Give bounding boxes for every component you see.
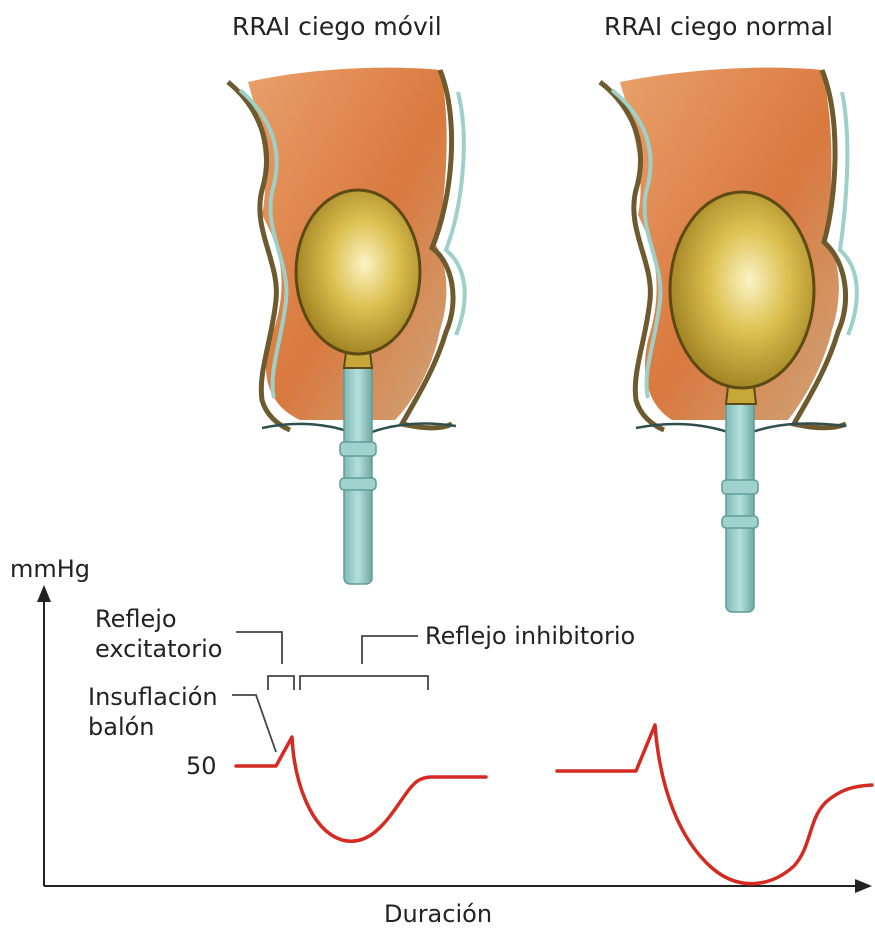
catheter — [726, 400, 754, 612]
annotations — [232, 632, 428, 752]
rectum-illustration-mobile — [228, 68, 465, 584]
pressure-traces — [236, 725, 872, 884]
inhibitory-bracket — [300, 676, 428, 690]
trace-normal-cecum — [557, 725, 872, 884]
rectum-illustration-normal — [600, 68, 857, 612]
trace-mobile-cecum — [236, 737, 486, 841]
catheter-collar — [340, 442, 376, 456]
excitatory-leader — [236, 632, 282, 664]
label-excitatory-reflex: Reflejo excitatorio — [95, 604, 222, 664]
balloon — [670, 192, 814, 388]
catheter-collar — [340, 478, 376, 490]
y-axis-arrowhead — [37, 585, 51, 602]
label-balloon-insufflation: Insuflación balón — [88, 682, 218, 742]
rectum-wall-right-outer — [840, 92, 857, 335]
balloon — [296, 190, 420, 354]
excitatory-bracket — [268, 676, 294, 690]
catheter — [344, 362, 372, 584]
label-inhibitory-reflex: Reflejo inhibitorio — [425, 622, 635, 650]
x-axis-arrowhead — [855, 879, 872, 893]
y-tick-50: 50 — [186, 752, 217, 780]
catheter-collar — [722, 516, 758, 528]
inhibitory-leader — [362, 636, 418, 664]
catheter-collar — [722, 480, 758, 494]
y-axis-label: mmHg — [10, 555, 90, 583]
x-axis-label: Duración — [384, 900, 492, 928]
insufflation-leader — [232, 695, 276, 752]
